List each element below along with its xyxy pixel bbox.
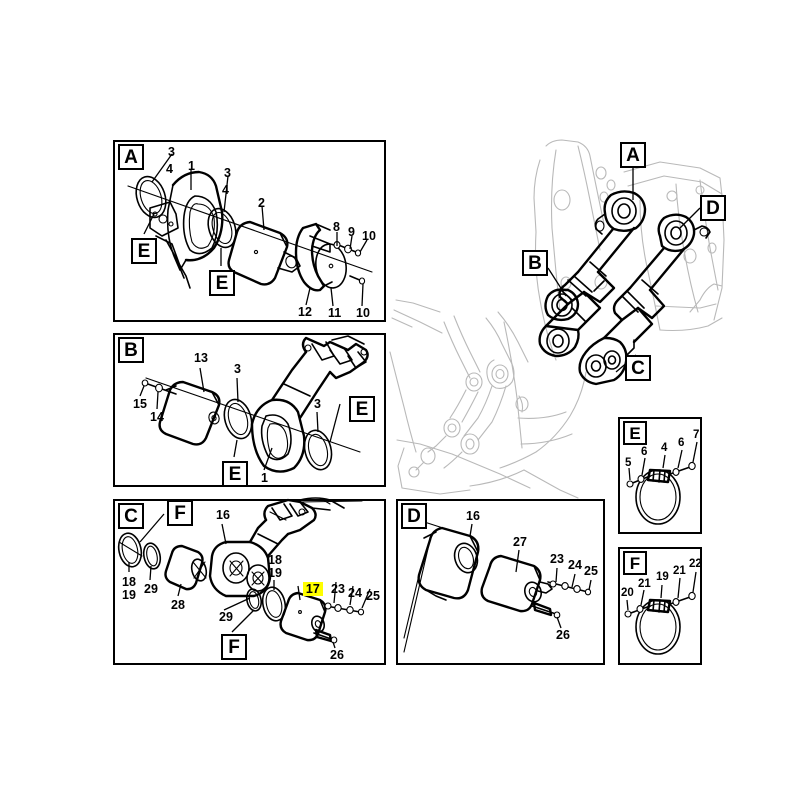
- part-number: 19: [656, 571, 669, 583]
- part-number: 27: [513, 535, 527, 549]
- part-number: 23: [550, 552, 564, 566]
- sub-callout-B-E-1[interactable]: E: [349, 396, 375, 422]
- part-number: 11: [328, 306, 342, 320]
- panel-E: [618, 417, 702, 534]
- part-number: 3: [314, 397, 321, 411]
- part-number: 7: [693, 429, 700, 441]
- part-number: 1: [261, 471, 268, 485]
- part-number: 12: [298, 305, 312, 319]
- part-number: 10: [356, 306, 370, 320]
- part-number: 20: [621, 587, 634, 599]
- part-number: 1: [188, 159, 195, 173]
- panel-label-F: F: [623, 551, 647, 575]
- part-number: 14: [150, 410, 164, 424]
- sub-callout-C-F-2[interactable]: F: [221, 634, 247, 660]
- panel-D: [396, 499, 605, 665]
- part-number: 3: [168, 145, 175, 159]
- part-number: 2: [258, 196, 265, 210]
- part-number: 23: [331, 582, 345, 596]
- part-number: 6: [641, 446, 648, 458]
- panel-label-B: B: [118, 337, 144, 363]
- panel-label-E: E: [623, 421, 647, 445]
- part-number: 13: [194, 351, 208, 365]
- part-number: 15: [133, 397, 147, 411]
- part-number: 4: [661, 442, 668, 454]
- part-number: 10: [362, 229, 376, 243]
- sub-callout-B-E-2[interactable]: E: [222, 461, 248, 487]
- sub-callout-A-E-1[interactable]: E: [131, 238, 157, 264]
- machine-callout-B[interactable]: B: [522, 250, 548, 276]
- part-number: 29: [219, 610, 233, 624]
- part-number: 4: [166, 162, 173, 176]
- panel-A: [113, 140, 386, 322]
- part-number-highlighted: 17: [289, 570, 323, 609]
- panel-F: [618, 547, 702, 665]
- cylinder-B-mount: [544, 288, 580, 322]
- part-number: 19: [268, 566, 282, 580]
- part-number: 26: [556, 628, 570, 642]
- panel-label-D: D: [401, 503, 427, 529]
- part-number: 25: [584, 564, 598, 578]
- part-number: 21: [673, 565, 686, 577]
- panel-label-C: C: [118, 503, 144, 529]
- part-number: 3: [224, 166, 231, 180]
- part-number: 18: [122, 575, 136, 589]
- part-number: 4: [222, 183, 229, 197]
- part-number: 16: [216, 508, 230, 522]
- part-number: 3: [234, 362, 241, 376]
- part-number: 24: [348, 586, 362, 600]
- highlighted-part-17: 17: [302, 582, 323, 597]
- part-number: 25: [366, 589, 380, 603]
- part-number: 6: [678, 437, 685, 449]
- part-number: 29: [144, 582, 158, 596]
- cylinder-A: [538, 190, 647, 358]
- part-number: 9: [348, 225, 355, 239]
- part-number: 16: [466, 509, 480, 523]
- machine-callout-C[interactable]: C: [625, 355, 651, 381]
- panel-C: [113, 499, 386, 665]
- part-number: 19: [122, 588, 136, 602]
- part-number: 8: [333, 220, 340, 234]
- sub-callout-C-F-1[interactable]: F: [167, 500, 193, 526]
- panel-B: [113, 333, 386, 487]
- part-number: 22: [689, 558, 702, 570]
- part-number: 26: [330, 648, 344, 662]
- part-number: 5: [625, 457, 632, 469]
- panel-label-A: A: [118, 144, 144, 170]
- part-number: 28: [171, 598, 185, 612]
- machine-callout-D[interactable]: D: [700, 195, 726, 221]
- part-number: 24: [568, 558, 582, 572]
- part-number: 21: [638, 578, 651, 590]
- machine-callout-A[interactable]: A: [620, 142, 646, 168]
- sub-callout-A-E-2[interactable]: E: [209, 270, 235, 296]
